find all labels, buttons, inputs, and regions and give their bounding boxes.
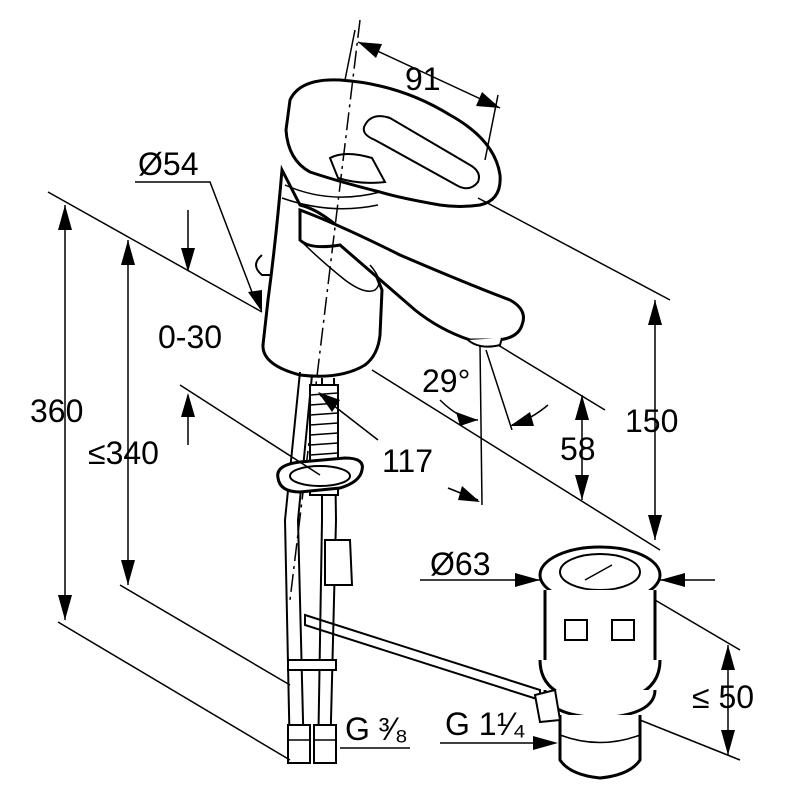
waste-window-right xyxy=(611,619,635,641)
dim-g114-arrow xyxy=(533,736,558,750)
aerator xyxy=(467,337,503,348)
dim-340-arrow-top xyxy=(121,240,135,265)
dim-150-arrow-bottom xyxy=(648,515,662,540)
label-360: 360 xyxy=(30,393,83,429)
dim-54-leader xyxy=(135,181,256,301)
waste-valve xyxy=(533,545,662,780)
dim-150-arrow-top xyxy=(648,300,662,325)
dim-360-arrow-bottom xyxy=(58,595,72,620)
dim-29-line-a xyxy=(479,344,483,506)
dim-340-ext xyxy=(119,584,291,686)
spout-curve xyxy=(299,239,380,292)
label-g-3-8: G ³⁄₈ xyxy=(345,711,408,747)
dim-29-arrow-b xyxy=(510,412,534,426)
label-117: 117 xyxy=(382,443,433,479)
dim-58-ext xyxy=(497,344,606,411)
waste-tail xyxy=(558,715,642,780)
dim-117-arrow xyxy=(318,392,340,412)
faucet xyxy=(255,78,525,378)
body-upper-ring xyxy=(284,184,381,198)
dim-50-arrow-bottom xyxy=(721,730,735,755)
dim-030-arrow-top xyxy=(181,248,195,272)
lever-slot xyxy=(362,115,480,190)
dimension-labels: 91 Ø54 0-30 360 ≤340 29° 117 150 58 Ø63 … xyxy=(30,61,754,747)
label-diameter-63: Ø63 xyxy=(430,546,490,582)
label-91: 91 xyxy=(405,61,441,97)
waste-window-left xyxy=(564,619,588,641)
dim-030-arrow-bottom xyxy=(181,393,195,417)
dim-117-ext xyxy=(371,369,661,551)
dim-63-arrow-left xyxy=(515,573,540,587)
label-150: 150 xyxy=(625,403,678,439)
hose-clip xyxy=(287,659,337,671)
dim-91-arrow-b xyxy=(476,92,500,108)
dim-360-arrow-top xyxy=(58,205,72,230)
dim-340-arrow-bottom xyxy=(121,560,135,585)
label-340: ≤340 xyxy=(88,435,159,471)
dim-91-line xyxy=(357,41,501,109)
dim-360-ext-bottom xyxy=(57,621,291,761)
dimension-lines xyxy=(47,29,741,761)
tail-thread xyxy=(559,734,641,744)
faucet-body xyxy=(261,164,384,378)
hose-fitting-left xyxy=(287,724,311,764)
faucet-knob xyxy=(255,254,270,276)
dim-030-ext xyxy=(179,384,321,476)
mounting-hardware xyxy=(276,371,541,764)
supply-hose-left xyxy=(283,371,301,761)
plug-mark xyxy=(584,564,613,581)
dim-29-line-b xyxy=(485,349,513,431)
center-line xyxy=(289,19,361,601)
dim-50-ext-bottom xyxy=(639,719,741,761)
dim-63-arrow-right xyxy=(660,573,685,587)
dim-91-arrow-a xyxy=(358,42,382,58)
stud-thread xyxy=(309,392,339,466)
dim-58-arrow-top xyxy=(575,395,589,420)
label-29-deg: 29° xyxy=(422,363,470,399)
label-diameter-54: Ø54 xyxy=(138,146,198,182)
dim-54-arrow xyxy=(248,290,262,312)
label-50: ≤ 50 xyxy=(692,679,754,715)
label-58: 58 xyxy=(560,431,596,467)
popup-rod xyxy=(304,613,541,702)
dim-29-arrow-lower xyxy=(458,486,480,502)
label-g-1-1-4: G 1¹⁄₄ xyxy=(445,706,526,742)
rod-connector xyxy=(533,688,562,724)
dim-150-ext-top xyxy=(477,197,671,301)
label-0-30: 0-30 xyxy=(158,319,222,355)
dim-50-arrow-top xyxy=(721,645,735,670)
lever-hinge xyxy=(328,153,387,184)
body-lower-ring xyxy=(281,197,379,210)
dim-58-arrow-bottom xyxy=(575,475,589,500)
clamp-hole xyxy=(289,465,351,487)
waste-ring-lower xyxy=(543,689,657,720)
dim-360-ext-top xyxy=(47,191,263,313)
hose-fitting-right xyxy=(313,724,337,764)
dim-29-arrow-a xyxy=(456,412,478,426)
dim-50-ext-top xyxy=(654,599,741,651)
fixing-nut xyxy=(324,539,354,586)
supply-hose-left-b xyxy=(296,374,313,761)
